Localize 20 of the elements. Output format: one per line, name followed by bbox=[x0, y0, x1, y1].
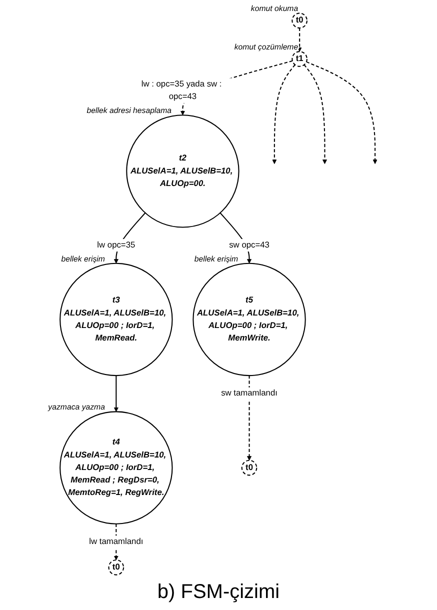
arrow bbox=[114, 376, 118, 412]
edge-label: lw tamamlandı bbox=[89, 537, 144, 546]
node-circle: t1 bbox=[292, 51, 308, 67]
arrow bbox=[306, 61, 378, 164]
node-circle: t0 bbox=[108, 559, 124, 576]
arrow bbox=[272, 64, 296, 164]
arrow bbox=[297, 28, 302, 52]
node-circle: t3 ALUSelA=1, ALUSelB=10, ALUOp=00 ; IorD=1, MemRead. bbox=[60, 262, 173, 376]
node-circle: t4 ALUSelA=1, ALUSelB=10, ALUOp=00 ; IorD=1, MemRead ; RegDsr=0, MemtoReg=1, RegWrite. bbox=[60, 411, 173, 524]
edge-label: sw tamamlandı bbox=[221, 388, 278, 398]
node-circle: t0 bbox=[241, 460, 258, 476]
arrow bbox=[246, 376, 252, 461]
arrow bbox=[304, 64, 328, 164]
node-circle: t2 ALUSelA=1, ALUSelB=10, ALUOp=00. bbox=[126, 114, 240, 228]
node-circle: t5 ALUSelA=1, ALUSelB=10, ALUOp=00 ; IorD=1, MemWrite. bbox=[192, 262, 306, 376]
node-circle: t0 bbox=[292, 12, 308, 28]
edge-label: lw opc=35 bbox=[97, 240, 136, 250]
edge-label: lw : opc=35 yada sw : opc=43 bbox=[141, 80, 222, 102]
edge-label: sw opc=43 bbox=[229, 240, 270, 250]
caption: b) FSM-çizimi bbox=[157, 580, 280, 605]
